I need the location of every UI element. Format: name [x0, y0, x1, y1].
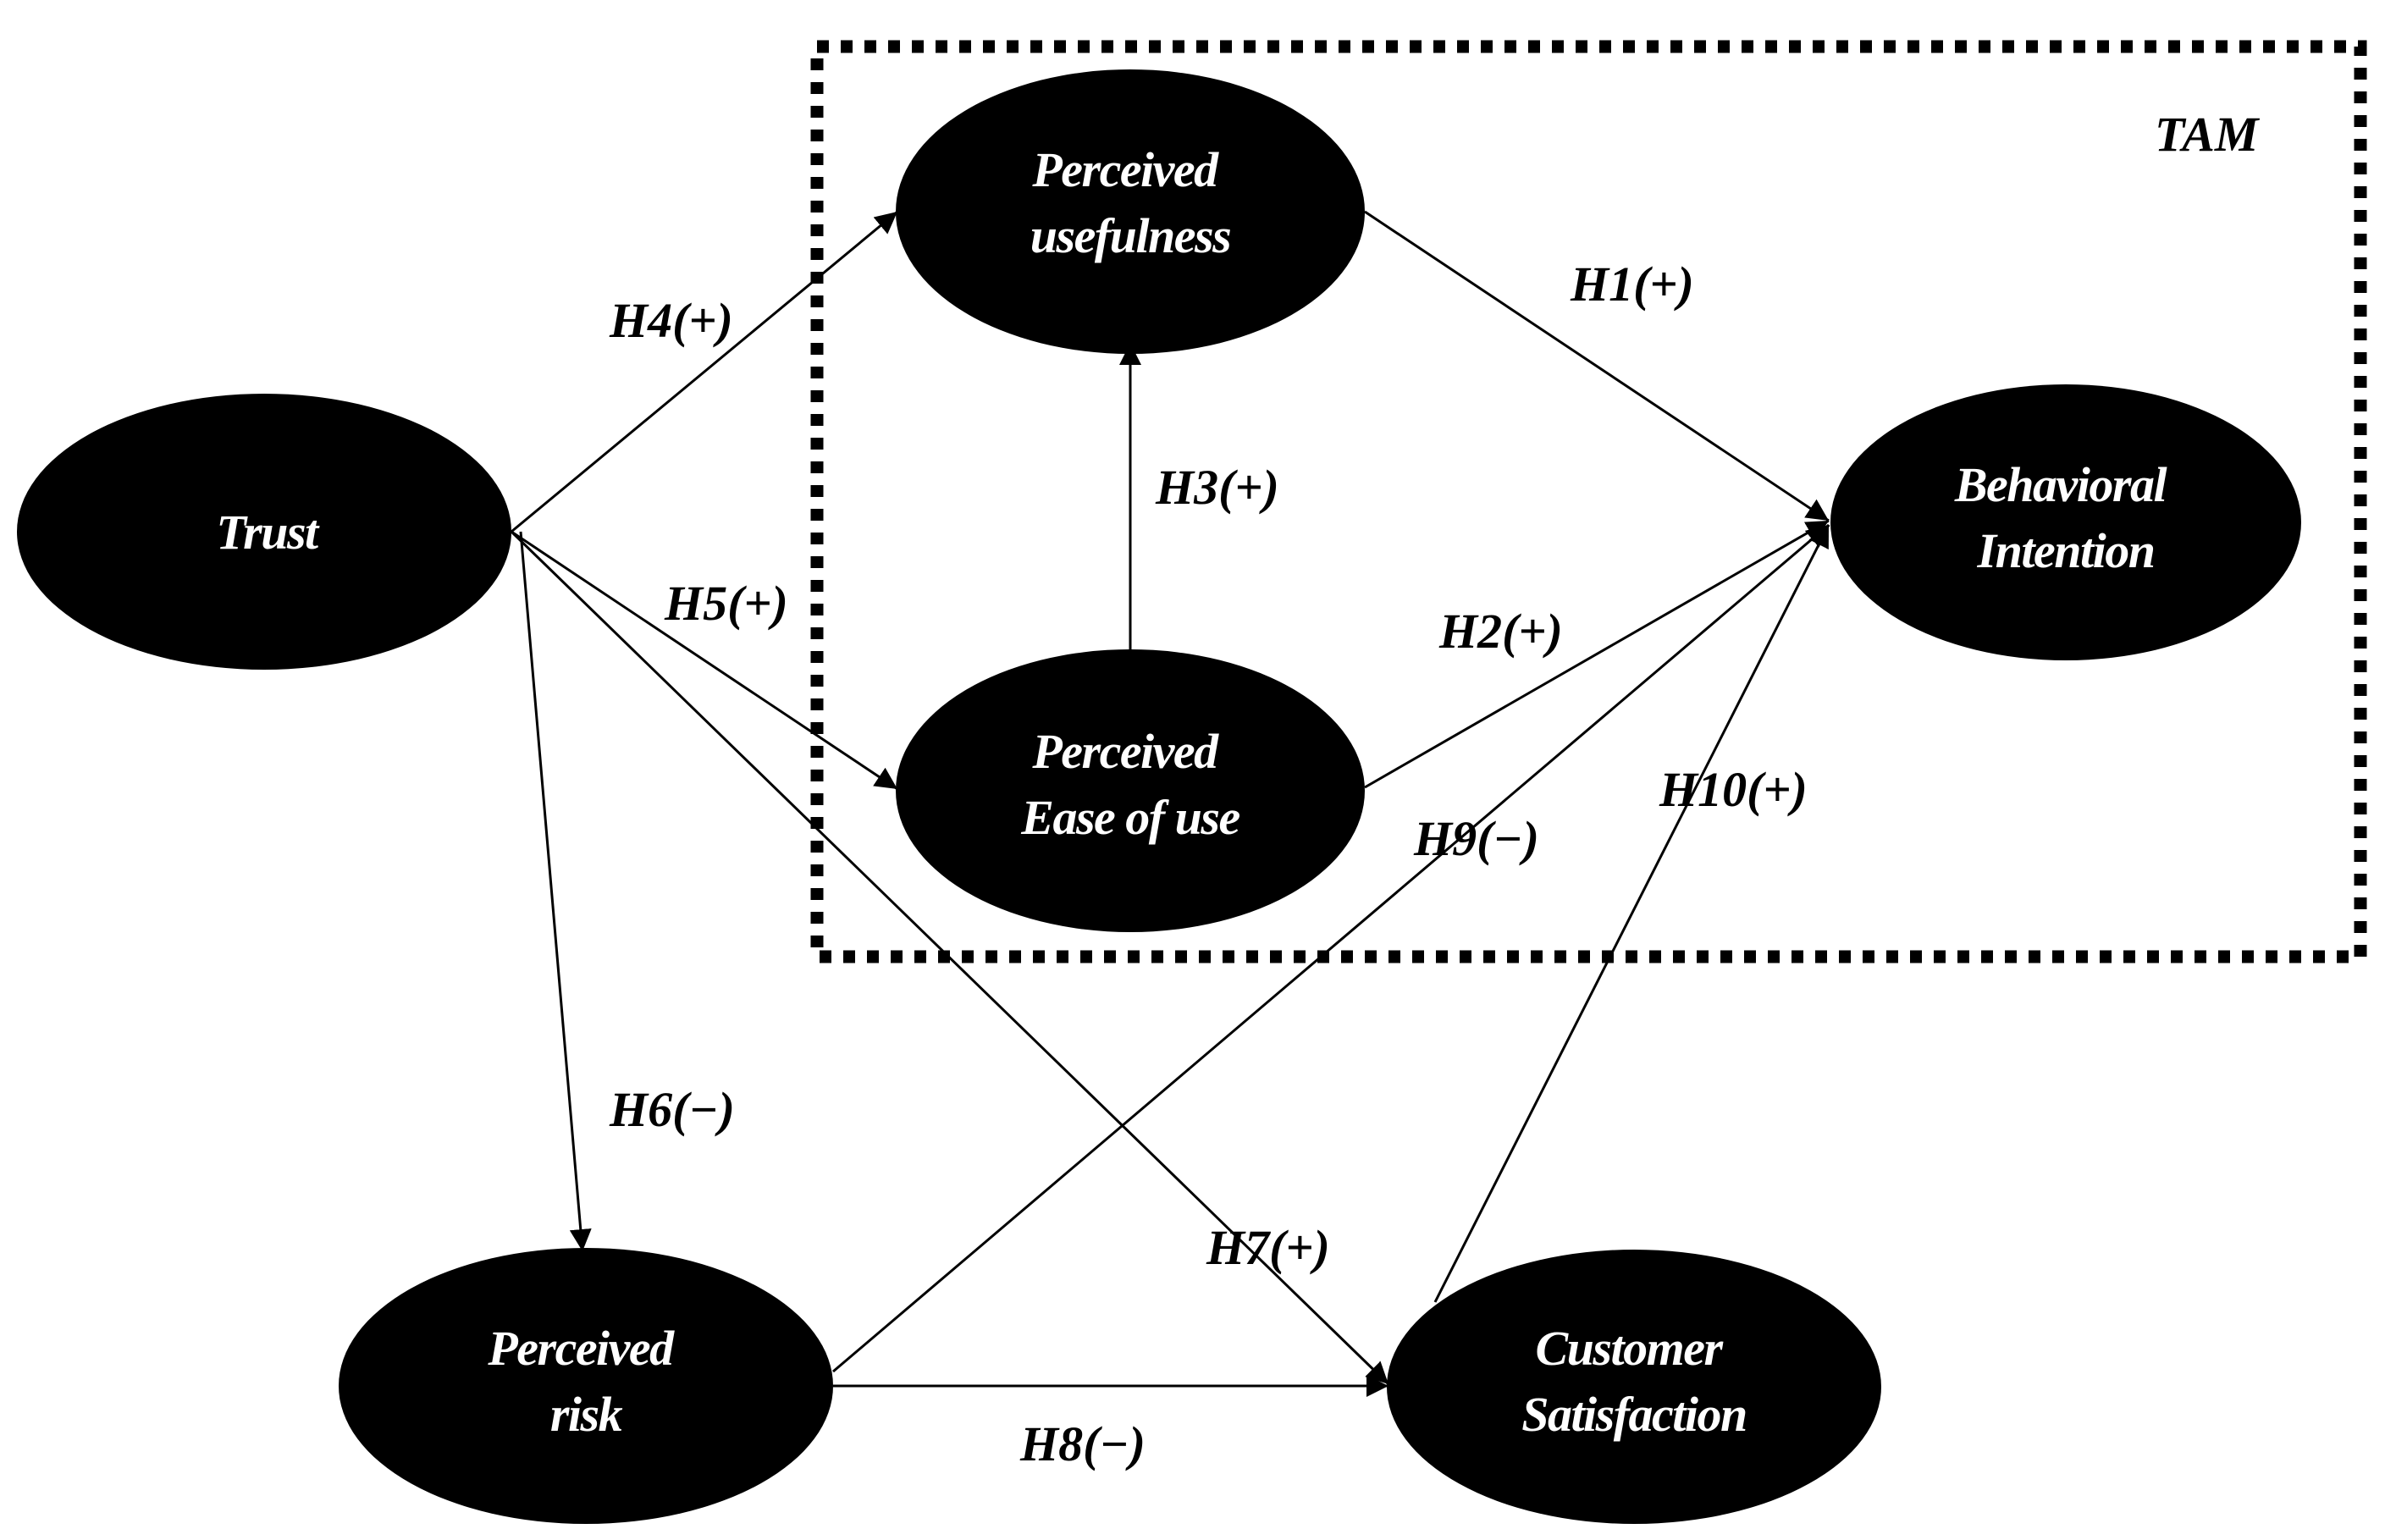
edge-label-h3: H3(+) [1155, 460, 1279, 515]
node-label-line: risk [550, 1387, 623, 1442]
node-label-line: Perceived [1031, 724, 1219, 779]
edge-h7-arrow [510, 530, 1390, 1386]
node-label-line: Satisfaction [1521, 1387, 1747, 1442]
tam-frame [810, 40, 2367, 963]
edge-h4-arrow [511, 210, 898, 533]
svg-text:Behavioral Intention: Behavioral Intention [1954, 457, 2177, 578]
svg-text:Trust: Trust [216, 505, 320, 560]
svg-text:Perceived risk: Perceived risk [487, 1321, 683, 1442]
tam-label: TAM [2155, 107, 2261, 162]
edge-label-h2: H2(+) [1438, 604, 1563, 659]
node-perceived-risk: Perceived risk [339, 1248, 833, 1524]
node-label-line: Customer [1535, 1321, 1723, 1376]
node-label-line: Trust [216, 505, 320, 560]
node-perceived-ease-of-use: Perceived Ease of use [896, 649, 1365, 932]
edge-h9-arrow [832, 523, 1830, 1373]
edge-label-h8: H8(−) [1019, 1416, 1146, 1471]
node-label-line: Perceived [487, 1321, 675, 1376]
edge-label-h1: H1(+) [1570, 257, 1694, 312]
edge-label-h6: H6(−) [609, 1082, 735, 1137]
svg-text:Customer Satisfaction: Customer Satisfaction [1521, 1321, 1747, 1442]
edge-h1-arrow [1364, 210, 1830, 522]
edges [510, 210, 1830, 1397]
node-label-line: Behavioral [1954, 457, 2168, 512]
node-behavioral-intention: Behavioral Intention [1830, 384, 2301, 660]
edge-labels: H1(+) H2(+) H3(+) H4(+) H5(+) H6(−) H7(+… [609, 257, 1808, 1471]
edge-h10-arrow [1433, 524, 1830, 1303]
edge-h6-arrow [519, 531, 592, 1252]
edge-label-h9: H9(−) [1413, 811, 1539, 866]
svg-text:Perceived usefulness: Perceived usefulness [1030, 142, 1230, 263]
node-trust: Trust [17, 394, 511, 670]
edge-label-h7: H7(+) [1206, 1220, 1330, 1275]
edge-label-h5: H5(+) [664, 576, 788, 631]
edge-h2-arrow [1364, 519, 1830, 789]
node-label-line: Intention [1977, 523, 2155, 578]
node-label-line: Ease of use [1020, 790, 1239, 845]
edge-label-h4: H4(+) [609, 293, 733, 348]
svg-text:Perceived Ease of use: Perceived Ease of use [1020, 724, 1239, 845]
edge-h5-arrow [511, 530, 898, 791]
node-label-line: usefulness [1030, 208, 1230, 263]
node-customer-satisfaction: Customer Satisfaction [1387, 1250, 1881, 1524]
node-label-line: Perceived [1031, 142, 1219, 197]
edge-label-h10: H10(+) [1659, 762, 1808, 817]
node-perceived-usefulness: Perceived usefulness [896, 69, 1365, 354]
